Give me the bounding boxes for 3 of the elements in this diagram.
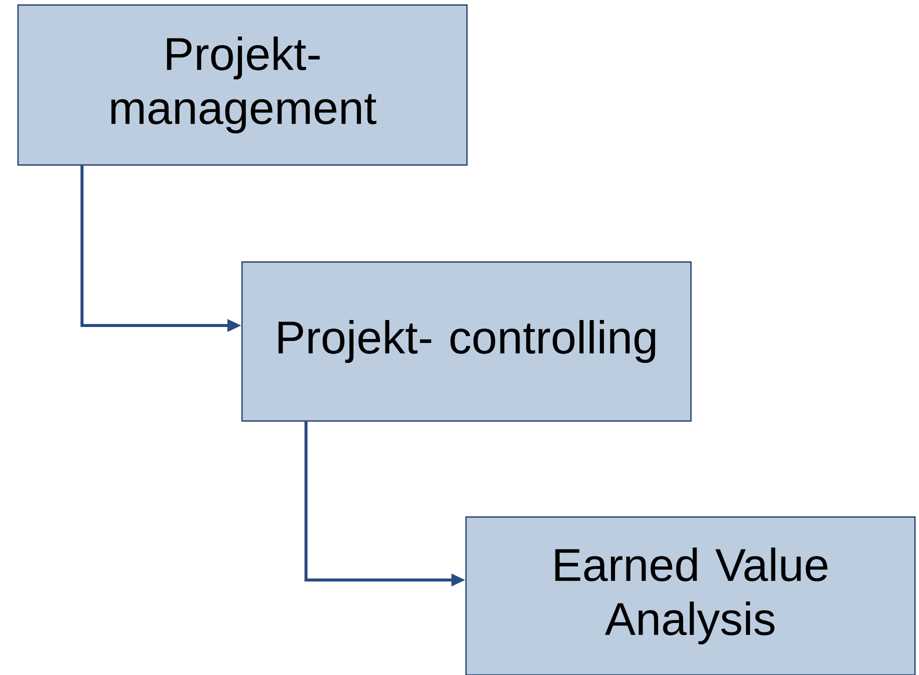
process-box: Projekt- management: [17, 4, 468, 166]
process-box: Earned Value Analysis: [465, 516, 916, 675]
process-box: Projekt- controlling: [241, 261, 692, 422]
